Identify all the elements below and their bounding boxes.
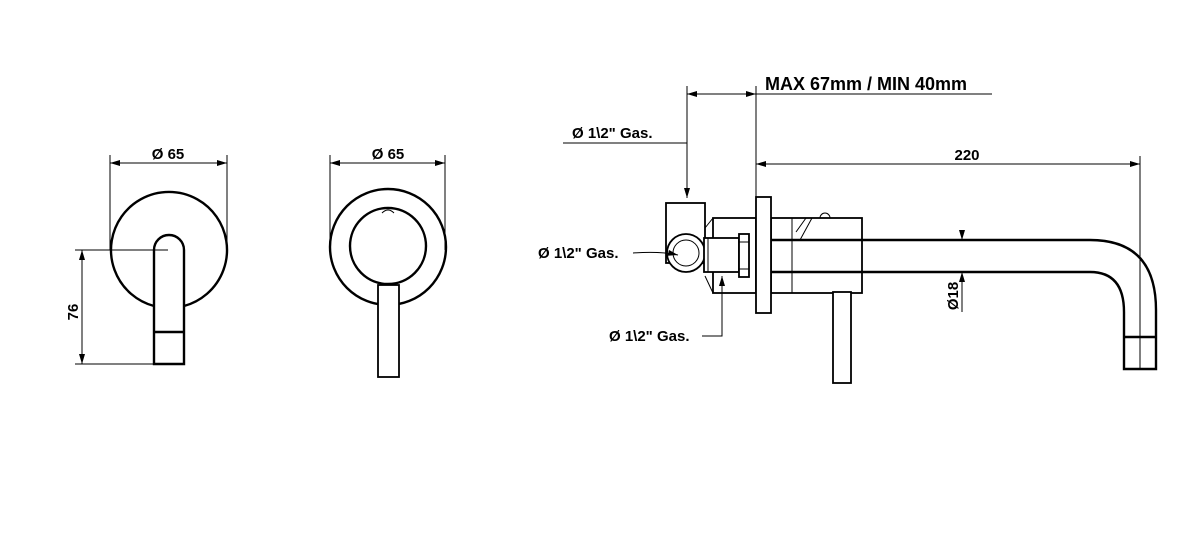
spout-length-label: 220 [954, 147, 979, 164]
body-chamfer [704, 217, 714, 294]
connection-leader [632, 249, 679, 256]
side-view: MAX 67mm / MIN 40mm Ø 1\2" Gas. 220 [538, 74, 1158, 384]
diameter-label: Ø 65 [152, 146, 185, 163]
spout-pipe [771, 238, 1158, 371]
wall-depth-label: MAX 67mm / MIN 40mm [765, 74, 967, 94]
indicator-bump [381, 209, 395, 214]
spout-body [152, 233, 186, 366]
wall-plate-outline [109, 190, 229, 308]
side-connection-label: Ø 1\2" Gas. [538, 245, 619, 262]
lever [832, 291, 852, 384]
bottom-connection-label: Ø 1\2" Gas. [609, 328, 690, 345]
hex-nut [738, 233, 750, 278]
connection-leader [702, 276, 725, 337]
diverter-knob [819, 212, 831, 219]
valve-body-front [770, 217, 863, 294]
spout-diameter-label: Ø18 [945, 282, 962, 310]
handle-knob [348, 206, 428, 286]
front-view: Ø 65 76 [65, 146, 229, 366]
top-connection-label: Ø 1\2" Gas. [572, 125, 653, 142]
diameter-label: Ø 65 [372, 146, 405, 163]
height-label: 76 [65, 304, 82, 321]
lever [377, 284, 400, 378]
connector-pipe [703, 237, 740, 273]
wall-flange [755, 196, 772, 314]
diverter-detail [795, 217, 813, 241]
handle-view: Ø 65 [328, 146, 448, 378]
